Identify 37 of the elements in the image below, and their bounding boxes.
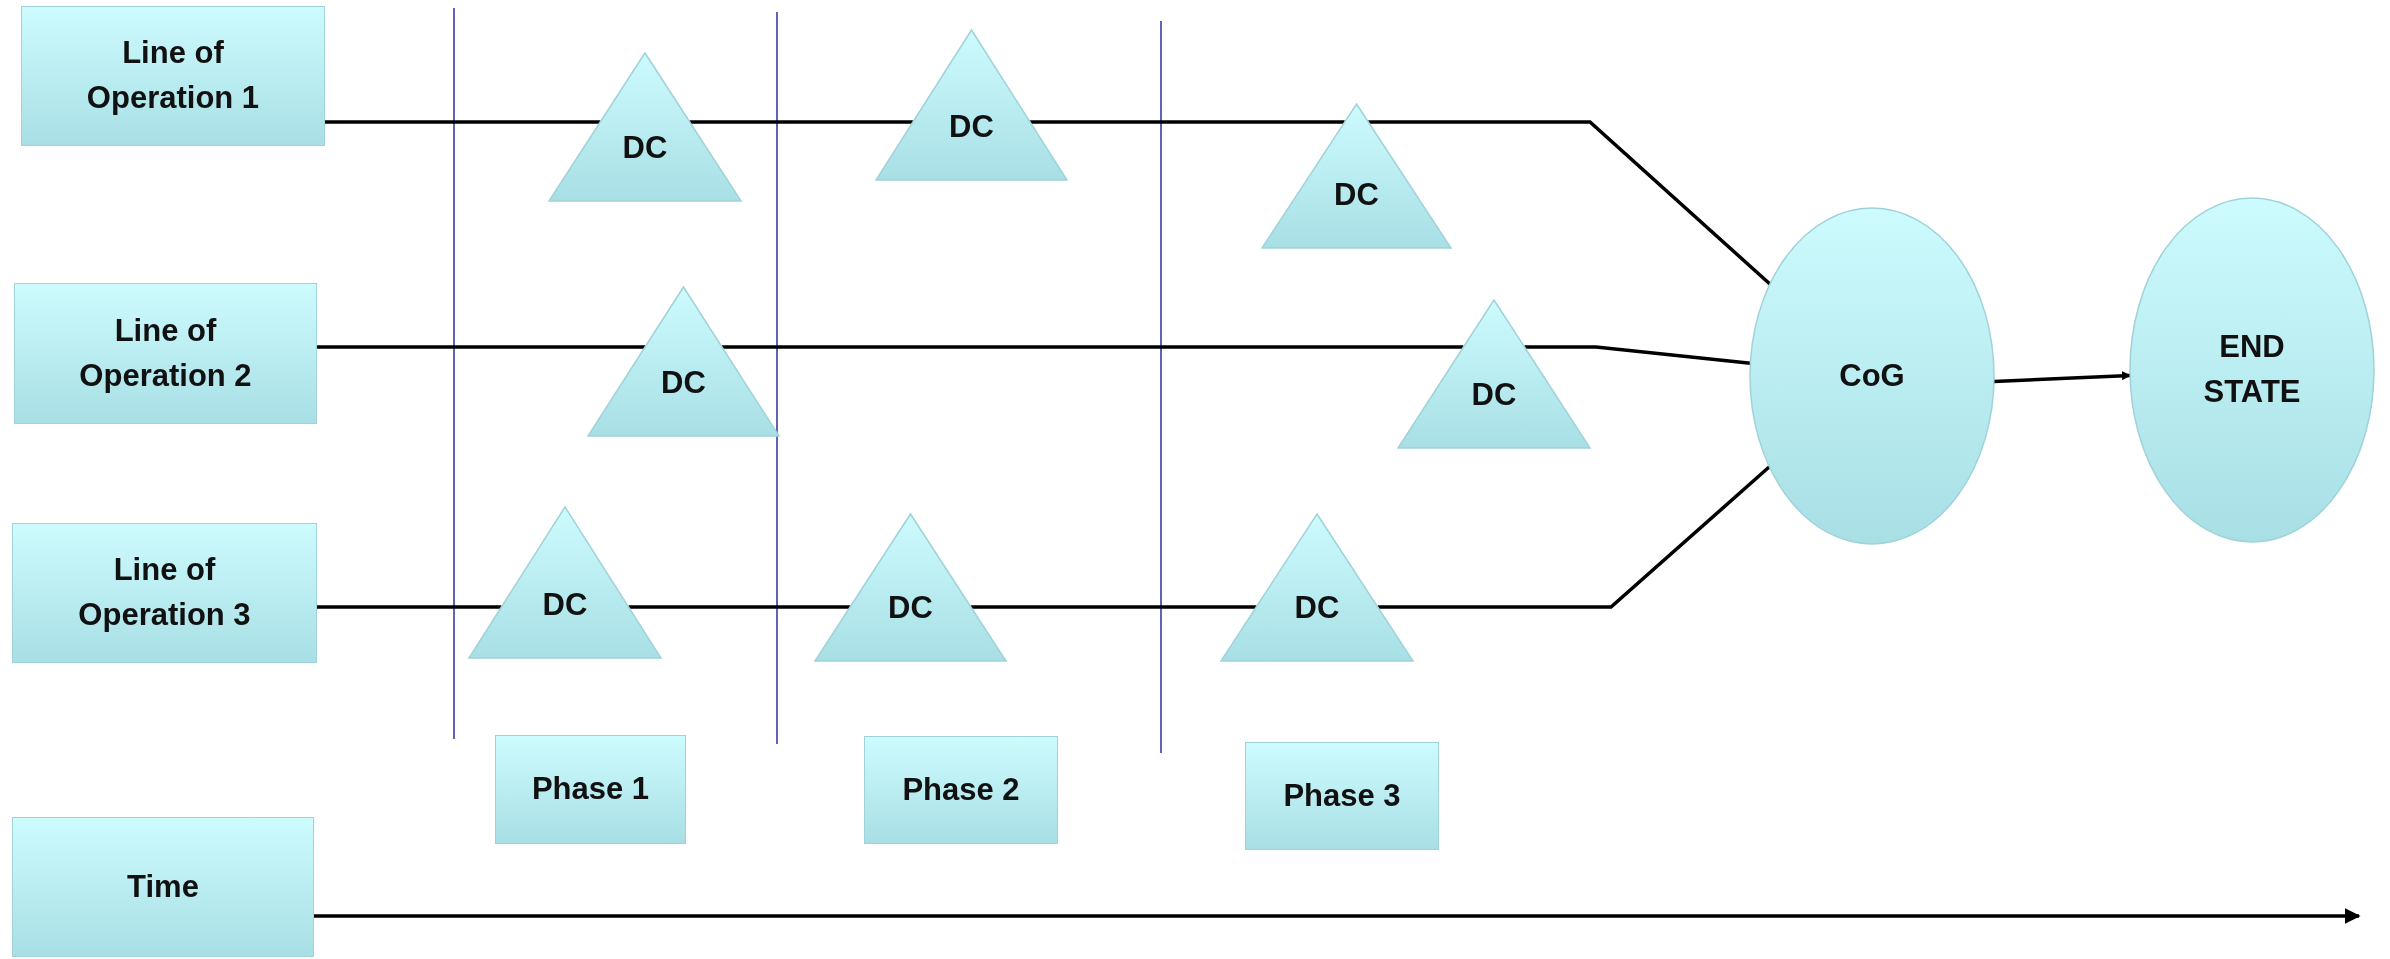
node-label: Phase 3 (1283, 776, 1401, 815)
connector-line (722, 345, 1464, 349)
node-label: DC (888, 589, 933, 628)
connector-line (317, 345, 645, 349)
node-label: DC (661, 364, 706, 403)
node-label: Phase 2 (902, 770, 1020, 809)
node-label: DC (949, 108, 994, 147)
connector-line (628, 605, 851, 609)
process-box (14, 283, 317, 424)
node-label: DC (542, 586, 588, 625)
connector-line (1030, 120, 1345, 124)
process-box (864, 736, 1058, 844)
arrow (1993, 371, 2131, 384)
connector-line (1524, 345, 1751, 365)
connector-line (1368, 120, 1772, 286)
node-label: DC (622, 129, 668, 168)
process-box (12, 523, 317, 663)
node-label: END STATE (2202, 328, 2302, 411)
process-box (495, 735, 686, 844)
arrow (314, 908, 2361, 924)
process-box (21, 6, 325, 146)
node-label: CoG (1839, 356, 1905, 395)
node-label: DC (1471, 376, 1517, 415)
node-label: Line of Operation 2 (78, 311, 253, 395)
process-box (1245, 742, 1439, 850)
connector-line (689, 120, 913, 124)
node-label: Line of Operation 3 (77, 551, 252, 634)
connector-line (325, 120, 601, 124)
connector-line (1377, 465, 1771, 609)
node-label: Phase 1 (531, 770, 650, 809)
node-label: Time (127, 867, 199, 906)
connector-line (970, 605, 1257, 609)
connector-line (317, 605, 502, 609)
node-label: DC (1294, 589, 1340, 628)
node-label: Line of Operation 1 (85, 34, 261, 117)
process-box (12, 817, 314, 957)
node-label: DC (1334, 176, 1379, 215)
